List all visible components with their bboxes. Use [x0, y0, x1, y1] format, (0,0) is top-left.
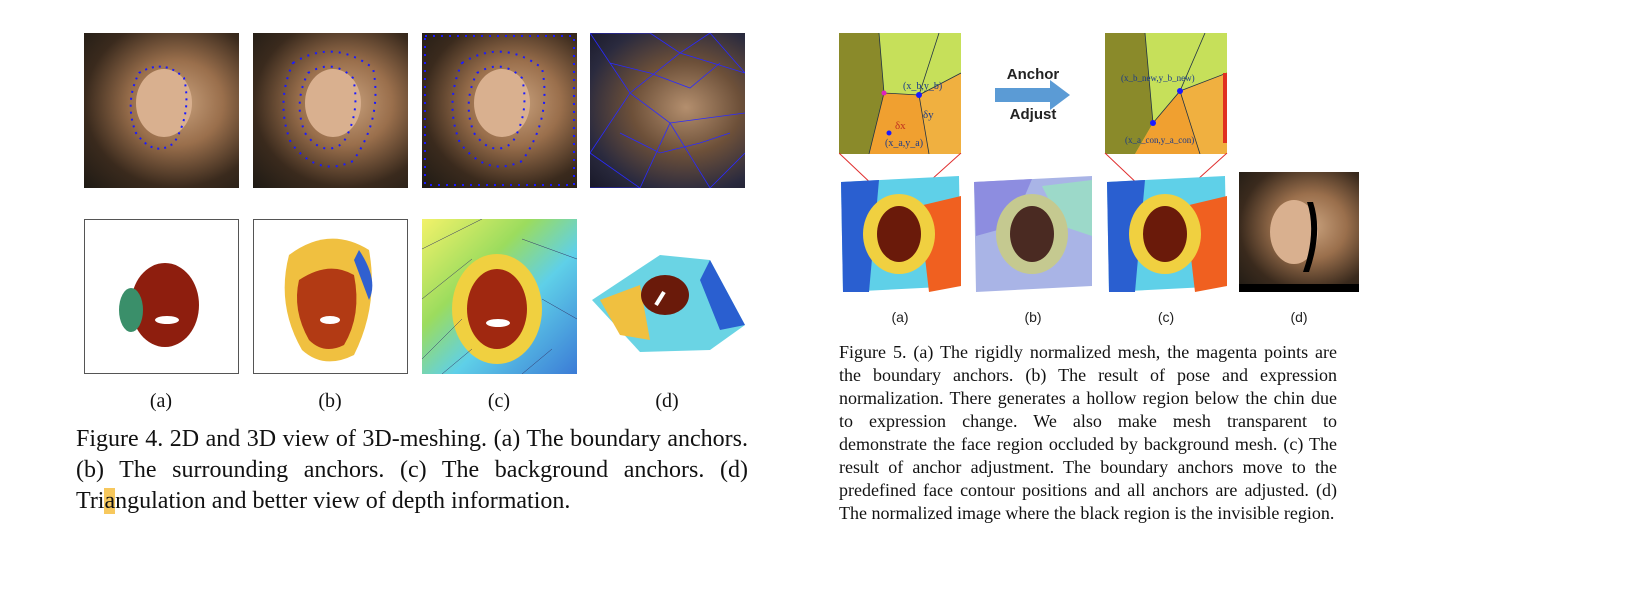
surrounding-anchors-overlay: [282, 50, 377, 168]
fig4-photo-c: [422, 33, 577, 188]
triangulation-overlay: [590, 33, 745, 188]
depth-mesh-view: [592, 255, 745, 352]
head-mesh-view: [119, 263, 199, 347]
arrow-label-bottom: Adjust: [1009, 106, 1057, 123]
fig5-zoom-c: (x_b_new,y_b_new) (x_a_con,y_a_con): [1105, 33, 1227, 154]
fig4-3d-d: [590, 240, 745, 360]
normalized-mesh-a: [841, 176, 961, 292]
zoom-label-dx: δx: [895, 120, 906, 132]
fig4-photo-d: [590, 33, 745, 188]
fig4-3d-a: [84, 219, 239, 374]
fig4-subcaption-d: (d): [655, 390, 679, 412]
invisible-region-overlay: [1239, 200, 1359, 292]
zoom-connector-lines: [839, 153, 1228, 190]
fig5-mesh-c: [1105, 176, 1227, 292]
highlighted-text[interactable]: a: [104, 488, 116, 514]
surrounding-mesh-view: [284, 238, 373, 362]
zoom-label-b-new: (x_b_new,y_b_new): [1121, 73, 1195, 83]
right-arrow-icon: [995, 80, 1070, 110]
boundary-anchors-overlay: [129, 65, 192, 150]
fig5-mesh-b: [972, 176, 1094, 292]
background-mesh-view: [422, 219, 577, 374]
arrow-label-top: Anchor: [1006, 66, 1060, 83]
zoom-label-a-con: (x_a_con,y_a_con): [1125, 135, 1195, 145]
fig4-3d-c: [422, 219, 577, 374]
zoom-label-b: (x_b,y_b): [903, 81, 943, 92]
fig5-caption: Figure 5. (a) The rigidly normalized mes…: [839, 342, 1337, 523]
fig4-photo-a: [84, 33, 239, 188]
fig4-caption-text: Figure 4. 2D and 3D view of 3D-meshing. …: [76, 426, 748, 514]
fig5-subcaption-a: (a): [891, 309, 909, 325]
fig5-mesh-a: [839, 176, 961, 292]
fig4-caption: Figure 4. 2D and 3D view of 3D-meshing. …: [76, 424, 748, 517]
background-anchors-overlay: [424, 35, 575, 186]
fig4-subcaption-c: (c): [487, 390, 511, 412]
fig4-subcaption-a: (a): [149, 390, 173, 412]
fig5-zoom-a: (x_b,y_b) δx δy (x_a,y_a): [839, 33, 961, 154]
zoom-mesh-c: [1105, 33, 1227, 154]
normalized-mesh-c: [1107, 176, 1227, 292]
fig4-3d-b: [253, 219, 408, 374]
zoom-label-a: (x_a,y_a): [885, 138, 924, 149]
normalized-mesh-b: [974, 176, 1092, 292]
zoom-label-dy: δy: [923, 109, 934, 121]
fig5-normalized-image: [1239, 172, 1359, 292]
fig4-photo-b: [253, 33, 408, 188]
zoom-mesh-a: [839, 33, 961, 154]
fig5-subcaption-b: (b): [1024, 309, 1042, 325]
fig4-caption-text-end: ngulation and better view of depth infor…: [115, 488, 571, 514]
fig5-subcaption-c: (c): [1157, 309, 1175, 325]
fig5-subcaption-d: (d): [1290, 309, 1308, 325]
fig4-subcaption-b: (b): [318, 390, 342, 412]
